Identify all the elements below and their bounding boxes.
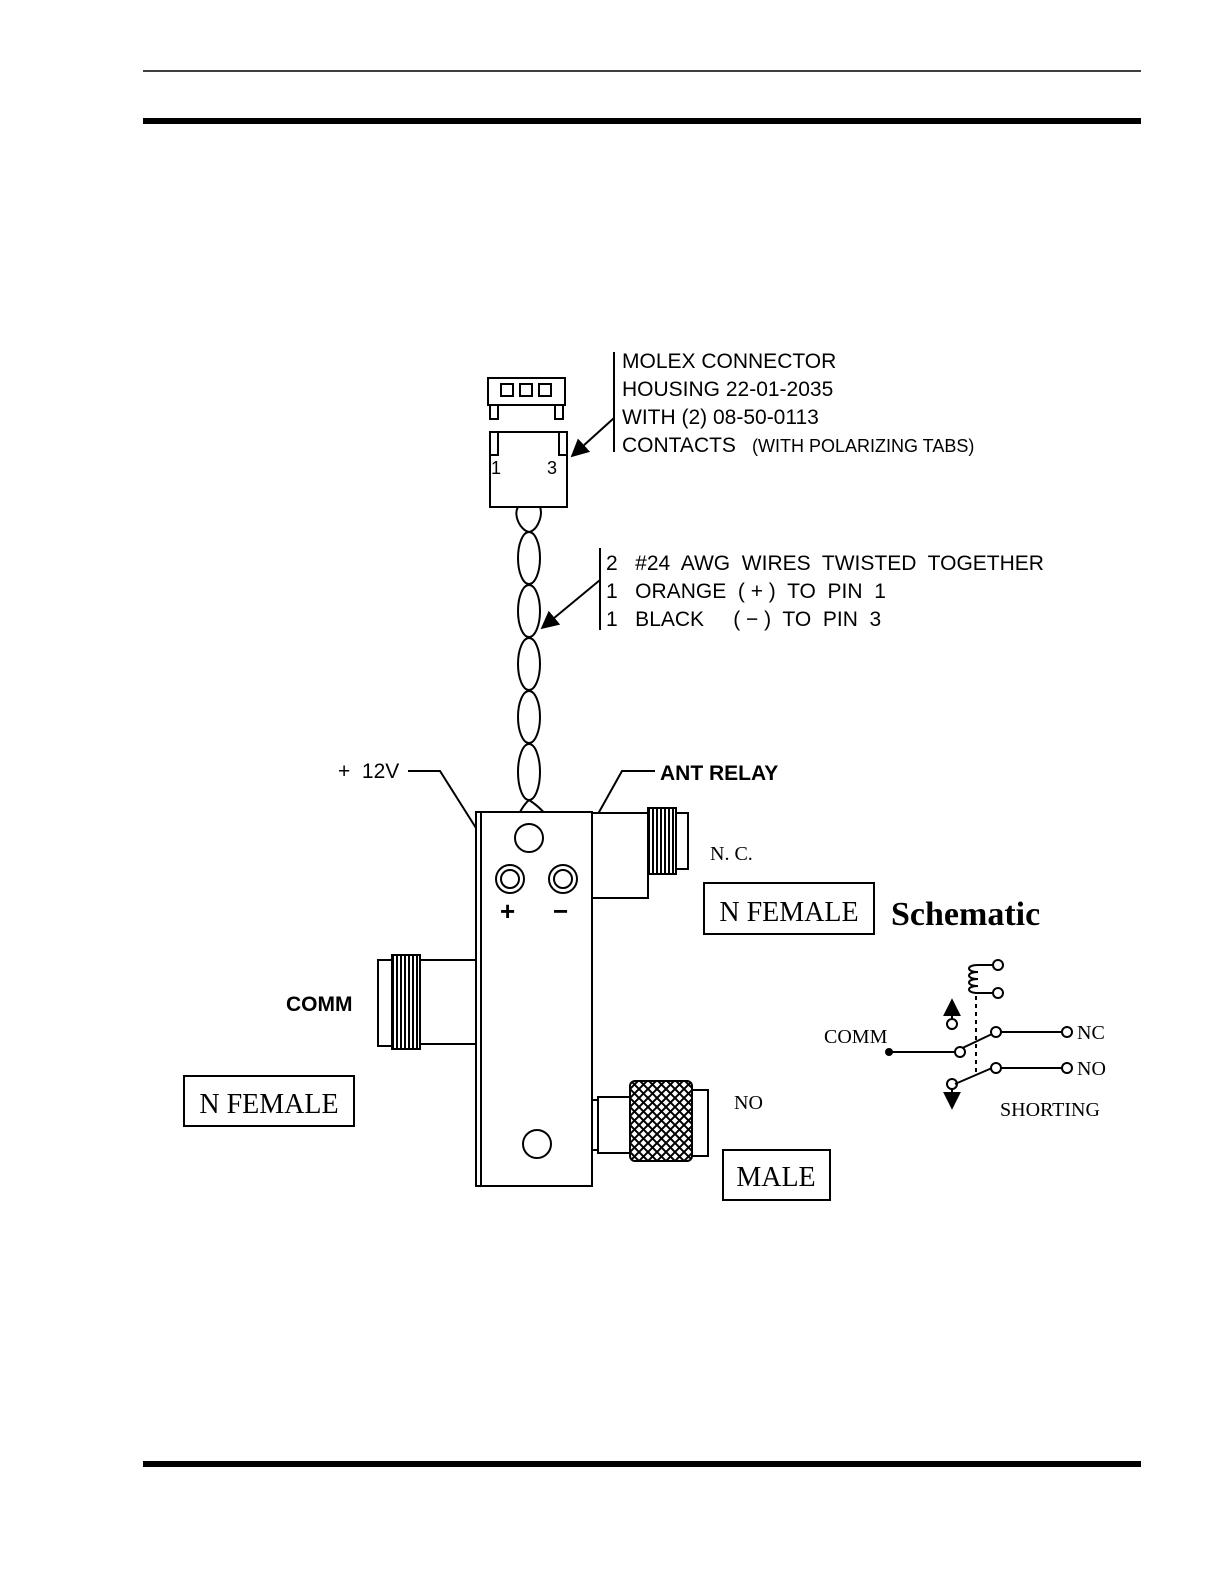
plus-terminal-label: + <box>500 896 515 926</box>
ant-relay-label: ANT RELAY <box>660 762 778 785</box>
plus-terminal <box>496 865 524 893</box>
no-port-connector <box>592 1081 708 1161</box>
schematic-no-label: NO <box>1077 1058 1106 1080</box>
comm-port-label: COMM <box>286 993 353 1016</box>
molex-note-arrow <box>572 418 614 456</box>
minus-terminal <box>549 865 577 893</box>
molex-connector <box>488 378 567 507</box>
wire-note-line3: 1 BLACK ( − ) TO PIN 3 <box>606 608 881 631</box>
relay-schematic <box>890 960 1072 1108</box>
wire-note-line1: 2 #24 AWG WIRES TWISTED TOGETHER <box>606 552 1044 575</box>
nc-port-type: N FEMALE <box>719 897 858 928</box>
schematic-title: Schematic <box>891 896 1040 933</box>
schematic-shorting-label: SHORTING <box>1000 1099 1100 1121</box>
molex-note-line4-small: (WITH POLARIZING TABS) <box>752 436 974 456</box>
no-port-type: MALE <box>736 1162 815 1193</box>
nc-port-connector <box>592 808 688 898</box>
schematic-comm-label: COMM <box>824 1026 888 1048</box>
pin-3-label: 3 <box>547 458 557 478</box>
molex-note-line1: MOLEX CONNECTOR <box>622 350 836 373</box>
pin-1-label: 1 <box>491 458 501 478</box>
wire-note-line2: 1 ORANGE ( + ) TO PIN 1 <box>606 580 886 603</box>
molex-note-line4: CONTACTS <box>622 434 736 457</box>
plus-12v-label: + 12V <box>338 760 399 783</box>
schematic-comm-dot <box>885 1048 893 1056</box>
minus-terminal-label: − <box>553 896 568 926</box>
comm-port-connector <box>378 955 476 1049</box>
molex-note-line3: WITH (2) 08-50-0113 <box>622 406 819 429</box>
no-port-label: NO <box>734 1092 763 1114</box>
nc-port-label: N. C. <box>710 843 753 865</box>
wire-note-arrow <box>542 580 600 628</box>
schematic-nc-label: NC <box>1077 1022 1105 1044</box>
comm-port-type: N FEMALE <box>199 1089 338 1120</box>
molex-note-line2: HOUSING 22-01-2035 <box>622 378 833 401</box>
relay-body <box>476 812 592 1186</box>
